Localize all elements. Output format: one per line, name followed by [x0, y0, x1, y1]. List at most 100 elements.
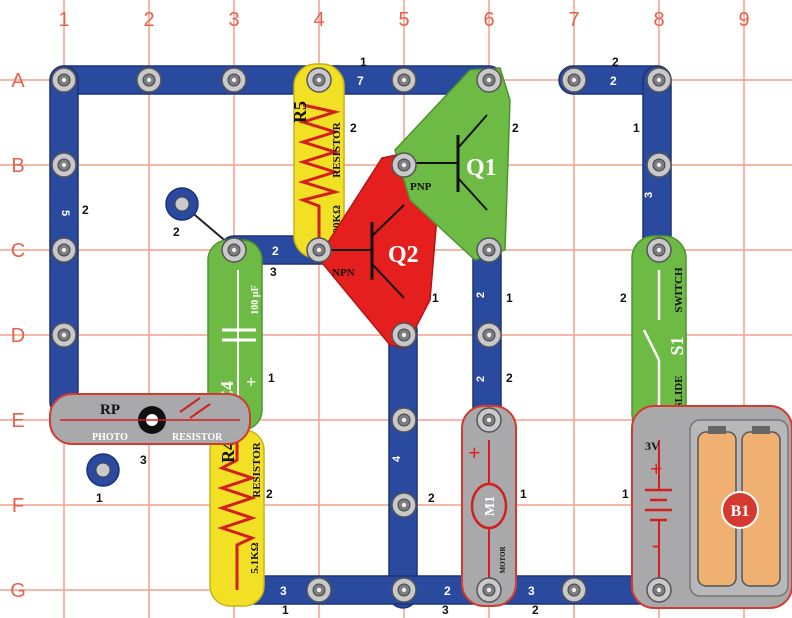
grid-column-label: 4: [313, 9, 324, 31]
transistor-q1[interactable]: Q1 PNP: [394, 67, 511, 261]
snap-post[interactable]: [306, 67, 332, 93]
level-label: 1: [282, 603, 289, 617]
snap-hole: [316, 247, 322, 253]
snap-hole: [61, 247, 67, 253]
snap-hole: [316, 587, 322, 593]
snap-post[interactable]: [476, 577, 502, 603]
snap-post[interactable]: [476, 407, 502, 433]
q1-lead-e: [457, 114, 488, 149]
wire-label: 3: [528, 584, 535, 598]
snap-hole: [571, 77, 577, 83]
snap-hole: [656, 247, 662, 253]
snap-post[interactable]: [476, 67, 502, 93]
grid-row-label: A: [11, 70, 25, 92]
resistor-r5[interactable]: R5 RESISTOR 100KΩ: [290, 63, 345, 259]
snap-hole: [401, 162, 407, 168]
snap-hole: [61, 162, 67, 168]
snap-hole: [656, 587, 662, 593]
q1-lead-c: [457, 177, 488, 211]
snap-hole: [486, 247, 492, 253]
grid-row-label: C: [11, 240, 25, 262]
snap-post[interactable]: [51, 322, 77, 348]
snap-hole: [656, 77, 662, 83]
snap-hole: [401, 502, 407, 508]
q2-lead-c: [371, 204, 405, 237]
snap-hole: [61, 332, 67, 338]
snap-post[interactable]: [221, 237, 247, 263]
level-label: 3: [442, 603, 449, 617]
q1-type: PNP: [410, 181, 432, 193]
snap-post[interactable]: [476, 237, 502, 263]
c4-value: 100 µF: [250, 285, 261, 314]
level-label: 2: [350, 121, 357, 135]
wire-label: 2: [475, 376, 487, 382]
switch-s1[interactable]: S1 SLIDE SWITCH: [631, 235, 687, 437]
s1-line2: SWITCH: [673, 267, 685, 313]
snap-post[interactable]: [51, 152, 77, 178]
snap-post[interactable]: [561, 577, 587, 603]
s1-name: S1: [667, 336, 687, 355]
wire-label: 2: [610, 74, 617, 88]
snap-hole: [486, 587, 492, 593]
motor-m1[interactable]: + M1 MOTOR: [461, 405, 517, 607]
snap-post[interactable]: [391, 492, 417, 518]
snap-hole: [401, 332, 407, 338]
battery-b1[interactable]: 3V + - B1: [631, 405, 792, 609]
level-label: 2: [82, 203, 89, 217]
b1-voltage: 3V: [645, 439, 660, 453]
grid-column-label: 6: [483, 9, 494, 31]
resistor-r4[interactable]: R4 RESISTOR 5.1KΩ: [209, 429, 265, 607]
snap-post[interactable]: [221, 67, 247, 93]
q1-name: Q1: [466, 155, 497, 181]
wire-label: 3: [643, 192, 655, 198]
wire-label: 5: [59, 210, 71, 216]
snap-post[interactable]: [391, 577, 417, 603]
c4-plus: +: [246, 372, 256, 392]
level-label: 1: [96, 491, 103, 505]
snap-hole: [146, 77, 152, 83]
snap-hole: [401, 417, 407, 423]
snap-post[interactable]: [646, 237, 672, 263]
snap-hole: [486, 77, 492, 83]
r5-type: RESISTOR: [331, 121, 343, 177]
snap-post[interactable]: [391, 152, 417, 178]
snap-hole: [401, 587, 407, 593]
snap-post[interactable]: [306, 237, 332, 263]
snap-post[interactable]: [391, 67, 417, 93]
snap-post[interactable]: [476, 322, 502, 348]
rp-light-arrow-1: [179, 397, 201, 413]
snap-post[interactable]: [646, 577, 672, 603]
snap-post[interactable]: [136, 67, 162, 93]
snap-post[interactable]: [391, 322, 417, 348]
snap-center: [174, 196, 190, 212]
snap-post[interactable]: [646, 67, 672, 93]
snap-post[interactable]: [391, 407, 417, 433]
snap-hole: [61, 77, 67, 83]
level-label: 1: [432, 291, 439, 305]
grid-row-label: B: [11, 155, 24, 177]
wire-label: 2: [475, 292, 487, 298]
r4-name: R4: [218, 441, 238, 463]
level-label: 2: [266, 487, 273, 501]
snap-post[interactable]: [561, 67, 587, 93]
b1-terminal-top-left: [708, 426, 726, 434]
m1-name: M1: [483, 496, 498, 516]
snap-post[interactable]: [646, 152, 672, 178]
snap-post[interactable]: [51, 237, 77, 263]
rp-name: RP: [100, 402, 120, 418]
level-label: 1: [622, 487, 629, 501]
s1-line1: SLIDE: [673, 375, 685, 408]
snap-hole: [486, 332, 492, 338]
level-label: 2: [512, 121, 519, 135]
snap-post[interactable]: [306, 577, 332, 603]
snap-post[interactable]: [51, 67, 77, 93]
wire-label: 2: [444, 584, 451, 598]
rp-line1: PHOTO: [92, 432, 128, 443]
r4-value: 5.1KΩ: [249, 542, 261, 573]
photoresistor-rp[interactable]: RP PHOTO RESISTOR: [49, 393, 251, 445]
grid-row-label: E: [11, 410, 24, 432]
level-label: 1: [506, 291, 513, 305]
level-label: 2: [428, 491, 435, 505]
snap-hole: [571, 587, 577, 593]
